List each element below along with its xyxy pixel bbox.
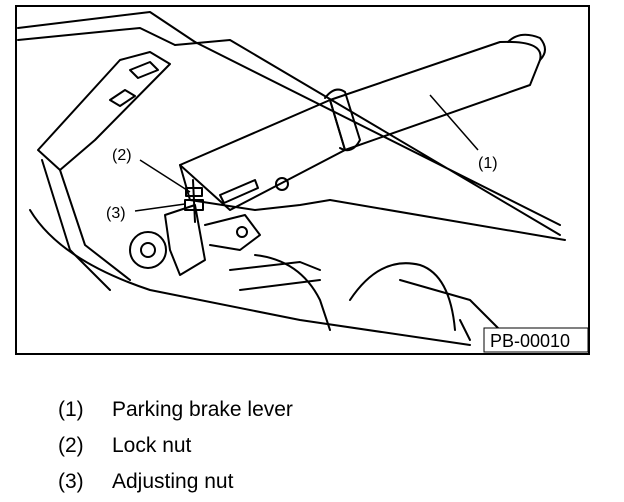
figure-code: PB-00010 — [490, 331, 570, 351]
console-rear — [174, 39, 566, 241]
leader-line-1 — [429, 94, 479, 151]
leader-line-3 — [134, 203, 186, 212]
callout-label-1: (1) — [478, 155, 498, 172]
legend-number: (2) — [58, 434, 84, 457]
adjusting-nut-shape — [184, 199, 204, 211]
legend-number: (3) — [58, 470, 84, 493]
legend-item: (2) Lock nut — [58, 428, 293, 464]
legend-label: Parking brake lever — [112, 398, 293, 421]
legend-label: Adjusting nut — [112, 470, 234, 493]
parking-brake-diagram: (1) (2) (3) PB-00010 — [15, 5, 590, 355]
brake-lever-grip — [324, 88, 361, 152]
legend-number: (1) — [58, 398, 84, 421]
floor-detail — [399, 279, 501, 341]
pivot-hub — [140, 242, 156, 258]
brake-lever-handle — [329, 40, 542, 151]
legend-label: Lock nut — [112, 434, 192, 457]
leader-line-2 — [139, 159, 191, 193]
brake-lever-body — [179, 99, 346, 211]
console-floor — [29, 209, 471, 346]
legend-item: (3) Adjusting nut — [58, 464, 293, 500]
brake-lever-button — [507, 33, 546, 61]
console-bolt-top — [129, 61, 159, 79]
brake-cable-left — [254, 254, 331, 331]
brake-lever-hole — [275, 177, 289, 191]
console-left-wall — [37, 51, 171, 171]
pivot-wheel — [129, 231, 167, 269]
figure-frame — [15, 5, 590, 355]
brake-lever-slot — [219, 179, 259, 204]
bracket-plate — [164, 204, 206, 276]
figure-code-box — [483, 327, 589, 353]
callout-label-2: (2) — [112, 147, 132, 164]
console-inner-edge — [41, 159, 131, 291]
equalizer — [204, 214, 261, 251]
brake-cable-guide — [229, 261, 321, 291]
equalizer-pin — [236, 226, 248, 238]
callout-label-3: (3) — [106, 205, 126, 222]
brake-cable-right — [349, 262, 456, 331]
lock-nut-shape — [185, 187, 203, 197]
console-outline — [17, 11, 196, 46]
console-bolt-left — [109, 89, 136, 107]
legend-item: (1) Parking brake lever — [58, 392, 293, 428]
legend-list: (1) Parking brake lever (2) Lock nut (3)… — [58, 392, 293, 500]
